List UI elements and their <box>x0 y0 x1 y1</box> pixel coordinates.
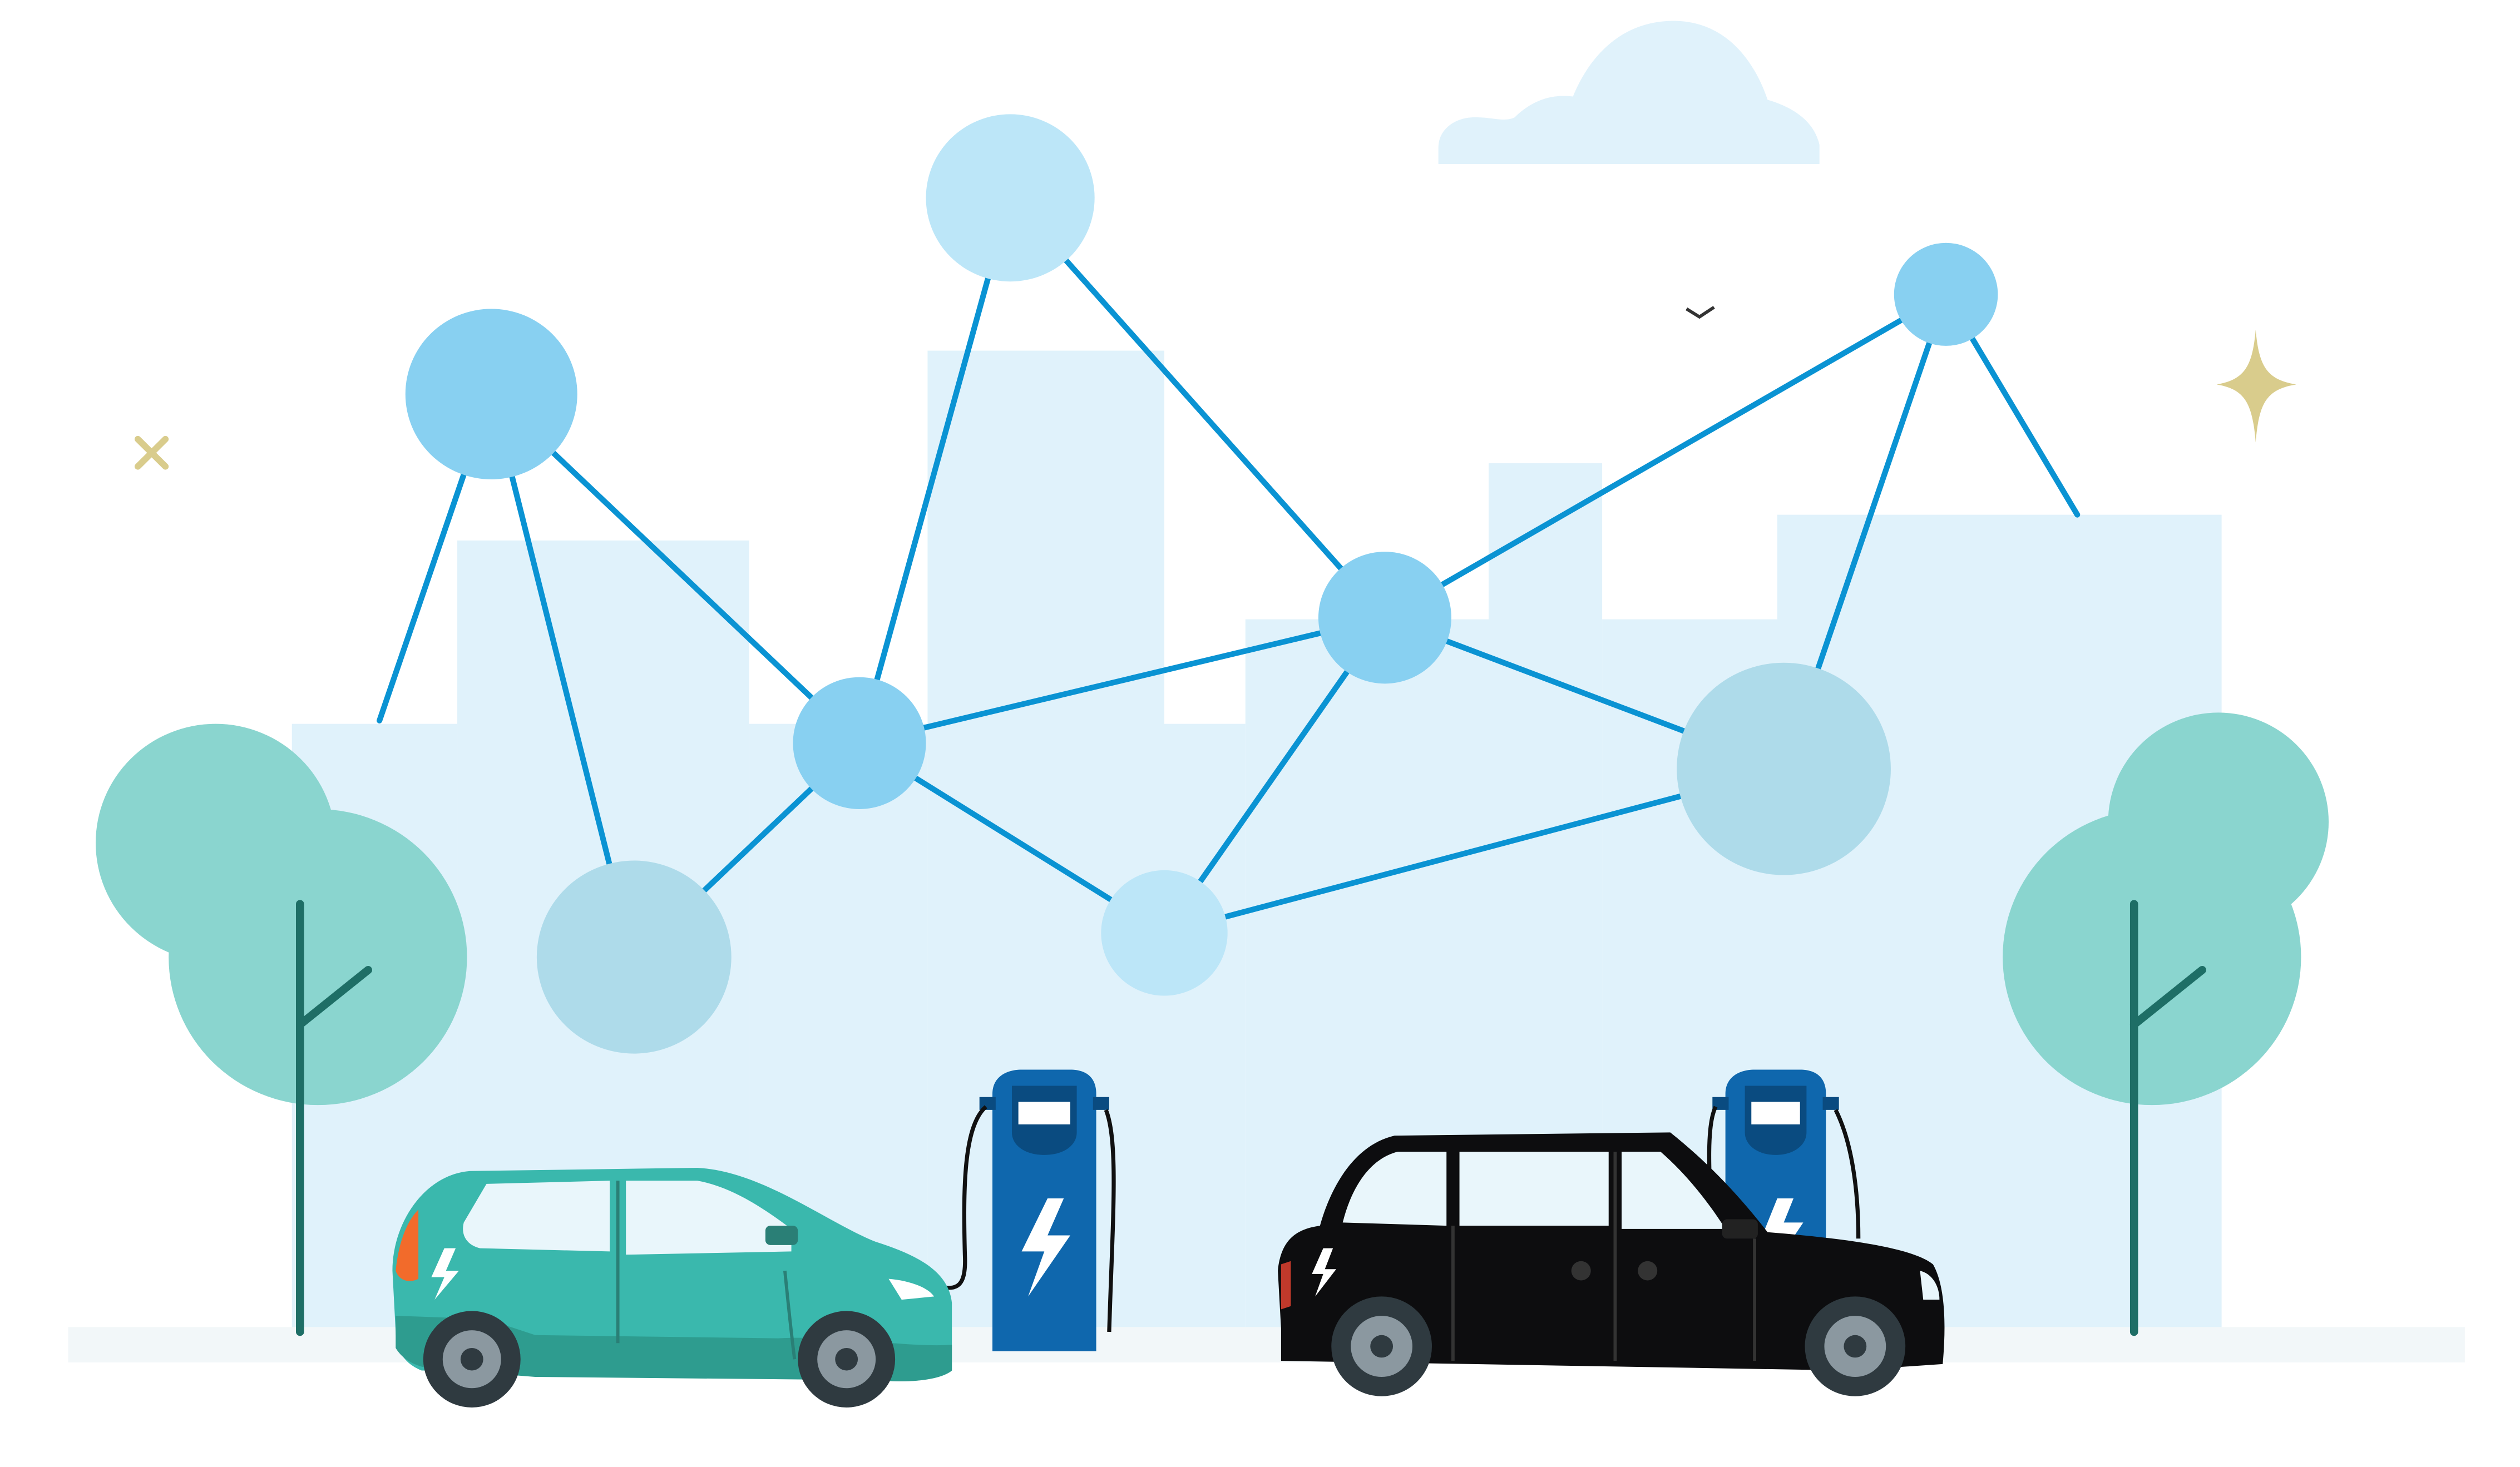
network-node <box>926 114 1095 282</box>
network-nodes <box>405 114 1998 1054</box>
tree-icon <box>2003 712 2329 1336</box>
teal-electric-car <box>392 1167 952 1407</box>
lightning-bolt-icon <box>1021 1198 1070 1297</box>
cloud-icon <box>1438 21 1820 165</box>
tree-icon <box>95 723 467 1336</box>
network-node <box>536 860 732 1054</box>
lightning-bolt-icon <box>1312 1248 1337 1297</box>
cross-sparkle-icon <box>134 435 169 470</box>
network-node <box>793 677 926 809</box>
network-node <box>1677 662 1891 875</box>
network-node <box>1318 552 1451 684</box>
network-node <box>1101 870 1228 996</box>
sparkle-icon <box>2216 329 2296 443</box>
lightning-bolt-icon <box>431 1248 459 1300</box>
black-electric-taxi <box>1278 1132 1945 1396</box>
network-node <box>405 309 577 479</box>
network-node <box>1894 242 1998 346</box>
ev-charger-icon <box>940 1069 1116 1351</box>
bird-icon <box>1686 306 1715 319</box>
